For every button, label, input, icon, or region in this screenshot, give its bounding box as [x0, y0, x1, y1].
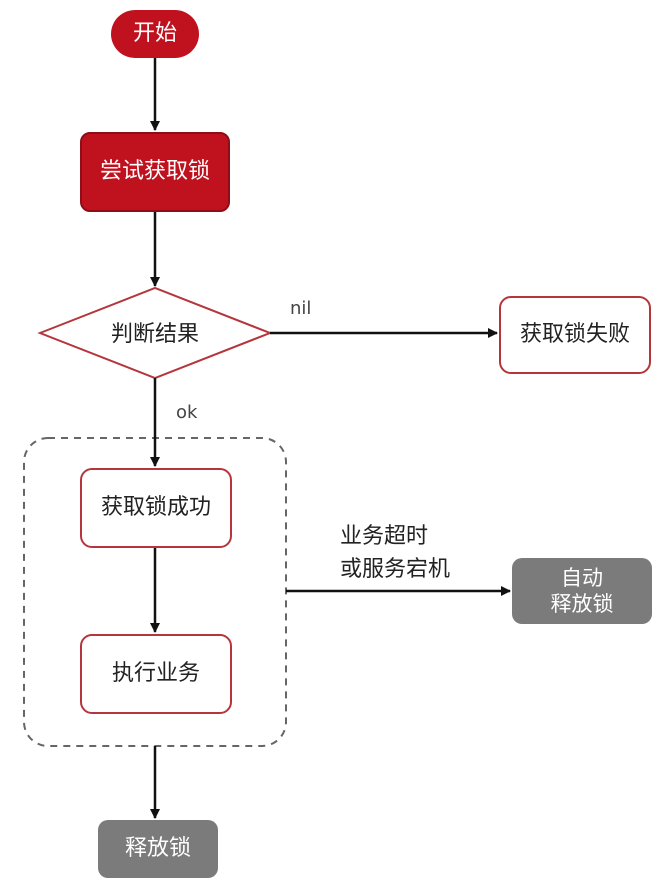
acquire-lock-success-node: 获取锁成功 [80, 468, 232, 548]
edge-label-timeout-line1: 业务超时 [340, 524, 429, 549]
start-node: 开始 [111, 10, 199, 58]
edge-label-nil: nil [290, 298, 312, 319]
release-lock-node: 释放锁 [98, 820, 218, 878]
try-acquire-lock-node: 尝试获取锁 [80, 132, 230, 212]
acquire-lock-failed-node: 获取锁失败 [499, 296, 651, 374]
auto-release-line2: 释放锁 [550, 592, 614, 616]
auto-release-line1: 自动 [561, 565, 603, 590]
edge-label-timeout: 业务超时 或服务宕机 [340, 520, 450, 586]
auto-release-lock-node: 自动 释放锁 [512, 558, 652, 624]
edge-label-timeout-line2: 或服务宕机 [340, 557, 451, 582]
execute-business-node: 执行业务 [80, 634, 232, 714]
edge-label-ok: ok [176, 402, 198, 423]
judge-result-label: 判断结果 [110, 322, 199, 347]
